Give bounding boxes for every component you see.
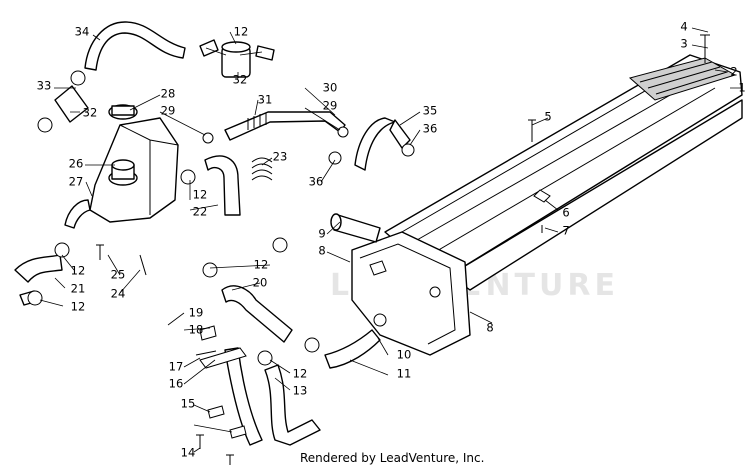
callout-2: 2 [730, 65, 737, 79]
callout-8-lower: 8 [486, 321, 493, 335]
leader-lines [39, 27, 742, 453]
callout-1: 1 [738, 81, 745, 95]
callout-20: 20 [253, 276, 268, 290]
hose-27 [64, 199, 91, 229]
callout-12-bottom: 12 [293, 367, 308, 381]
callout-32-left: 32 [83, 106, 98, 120]
hose-30-31 [224, 111, 346, 141]
hose-13 [264, 364, 321, 446]
callout-15: 15 [181, 397, 196, 411]
callout-12-lower-left: 12 [71, 300, 86, 314]
hose-11 [324, 329, 381, 369]
callout-12-left: 12 [71, 264, 86, 278]
hose-20 [221, 285, 293, 343]
callout-29-left: 29 [161, 104, 176, 118]
hose-clamps [27, 126, 415, 366]
callout-7: 7 [562, 224, 569, 238]
callout-25: 25 [111, 268, 126, 282]
callout-27: 27 [69, 175, 84, 189]
short-hose-left [37, 70, 89, 133]
callout-labels: 1 2 3 4 5 6 7 8 8 9 10 11 12 12 12 12 12… [37, 20, 746, 460]
callout-36-left: 36 [309, 175, 324, 189]
callout-32-top: 32 [233, 73, 248, 87]
callout-30: 30 [323, 81, 338, 95]
callout-8-upper: 8 [318, 244, 325, 258]
callout-23: 23 [273, 150, 288, 164]
callout-28: 28 [161, 87, 176, 101]
callout-35: 35 [423, 104, 438, 118]
callout-29-right: 29 [323, 99, 338, 113]
callout-16: 16 [169, 377, 184, 391]
callout-36-right: 36 [423, 122, 438, 136]
callout-11: 11 [397, 367, 412, 381]
callout-24: 24 [111, 287, 126, 301]
callout-12-top: 12 [234, 25, 249, 39]
heat-exchanger [384, 54, 743, 291]
callout-4: 4 [680, 20, 687, 34]
callout-14: 14 [181, 446, 196, 460]
hose-connector-top [199, 39, 275, 78]
hose-35 [354, 117, 411, 171]
hose-22 [204, 155, 241, 216]
callout-34: 34 [75, 25, 90, 39]
spring-23 [251, 157, 273, 181]
callout-33: 33 [37, 79, 52, 93]
coolant-reservoir [89, 104, 179, 223]
callout-19: 19 [189, 306, 204, 320]
callout-9: 9 [318, 227, 325, 241]
callout-12-tank: 12 [193, 188, 208, 202]
callout-3: 3 [680, 37, 687, 51]
callout-5: 5 [544, 110, 551, 124]
callout-6: 6 [562, 206, 569, 220]
outlet-pipe [330, 213, 381, 243]
callout-31: 31 [258, 93, 273, 107]
upper-hose [84, 21, 186, 71]
render-credit: Rendered by LeadVenture, Inc. [300, 451, 485, 465]
callout-12-mid: 12 [254, 258, 269, 272]
callout-18: 18 [189, 323, 204, 337]
callout-26: 26 [69, 157, 84, 171]
fasteners [96, 34, 710, 465]
callout-10: 10 [397, 348, 412, 362]
bulkhead-bracket [351, 231, 471, 356]
callout-22: 22 [193, 205, 208, 219]
callout-17: 17 [169, 360, 184, 374]
callout-13: 13 [293, 384, 308, 398]
callout-21: 21 [71, 282, 86, 296]
